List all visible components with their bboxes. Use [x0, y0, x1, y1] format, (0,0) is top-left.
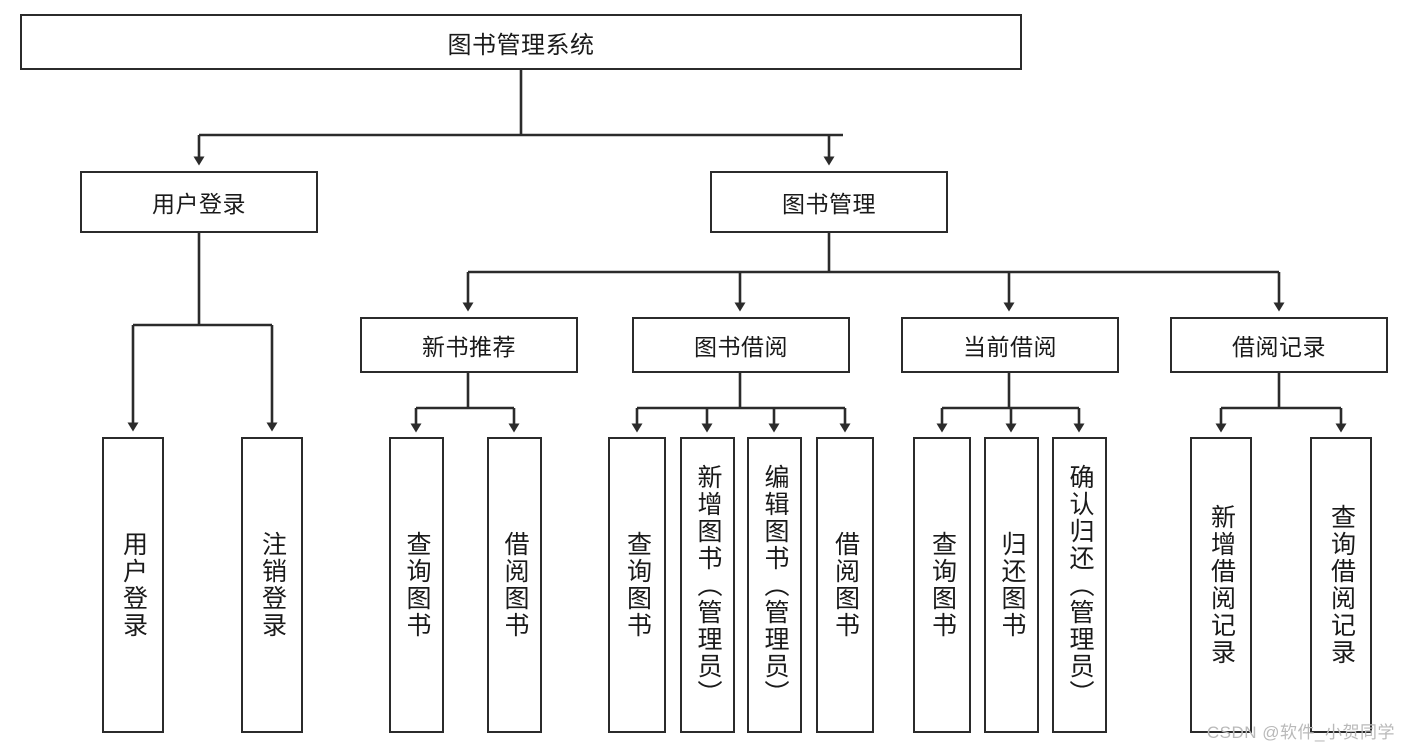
node-label: 当前借阅 — [963, 334, 1057, 360]
node-label: 新增图书（管理员） — [694, 463, 722, 707]
node-label: 查询图书 — [623, 531, 652, 639]
node-root-book-management-system[interactable]: 图书管理系统 — [20, 14, 1022, 70]
leaf-query-books-borrow[interactable]: 查询图书 — [608, 437, 666, 733]
leaf-borrow-books-new[interactable]: 借阅图书 — [487, 437, 542, 733]
node-book-borrowing[interactable]: 图书借阅 — [632, 317, 850, 373]
leaf-query-borrow-record[interactable]: 查询借阅记录 — [1310, 437, 1372, 733]
node-label: 新增借阅记录 — [1207, 504, 1236, 666]
node-user-login[interactable]: 用户登录 — [80, 171, 318, 233]
node-label: 注销登录 — [258, 531, 287, 639]
node-label: 借阅记录 — [1232, 334, 1326, 360]
node-label: 图书管理系统 — [447, 31, 595, 59]
leaf-query-books-current[interactable]: 查询图书 — [913, 437, 971, 733]
node-book-management[interactable]: 图书管理 — [710, 171, 948, 233]
node-current-borrowing[interactable]: 当前借阅 — [901, 317, 1119, 373]
node-label: 用户登录 — [119, 531, 148, 639]
node-label: 用户登录 — [152, 191, 246, 217]
node-label: 图书借阅 — [694, 334, 788, 360]
leaf-add-book-admin[interactable]: 新增图书（管理员） — [680, 437, 735, 733]
leaf-return-books[interactable]: 归还图书 — [984, 437, 1039, 733]
node-label: 查询图书 — [403, 531, 431, 639]
leaf-user-login[interactable]: 用户登录 — [102, 437, 164, 733]
node-label: 编辑图书（管理员） — [761, 463, 789, 707]
csdn-watermark: CSDN @软件_小贺同学 — [1206, 723, 1395, 742]
node-borrowing-records[interactable]: 借阅记录 — [1170, 317, 1388, 373]
node-label: 确认归还（管理员） — [1066, 463, 1094, 707]
node-label: 借阅图书 — [831, 531, 860, 639]
node-new-book-recommendation[interactable]: 新书推荐 — [360, 317, 578, 373]
leaf-confirm-return-admin[interactable]: 确认归还（管理员） — [1052, 437, 1107, 733]
leaf-edit-book-admin[interactable]: 编辑图书（管理员） — [747, 437, 802, 733]
leaf-query-books-new[interactable]: 查询图书 — [389, 437, 444, 733]
node-label: 新书推荐 — [422, 334, 516, 360]
node-label: 归还图书 — [998, 531, 1026, 639]
node-label: 查询图书 — [928, 531, 957, 639]
leaf-logout[interactable]: 注销登录 — [241, 437, 303, 733]
leaf-add-borrow-record[interactable]: 新增借阅记录 — [1190, 437, 1252, 733]
node-label: 图书管理 — [782, 191, 876, 217]
leaf-borrow-books[interactable]: 借阅图书 — [816, 437, 874, 733]
node-label: 查询借阅记录 — [1327, 504, 1356, 666]
node-label: 借阅图书 — [501, 531, 529, 639]
